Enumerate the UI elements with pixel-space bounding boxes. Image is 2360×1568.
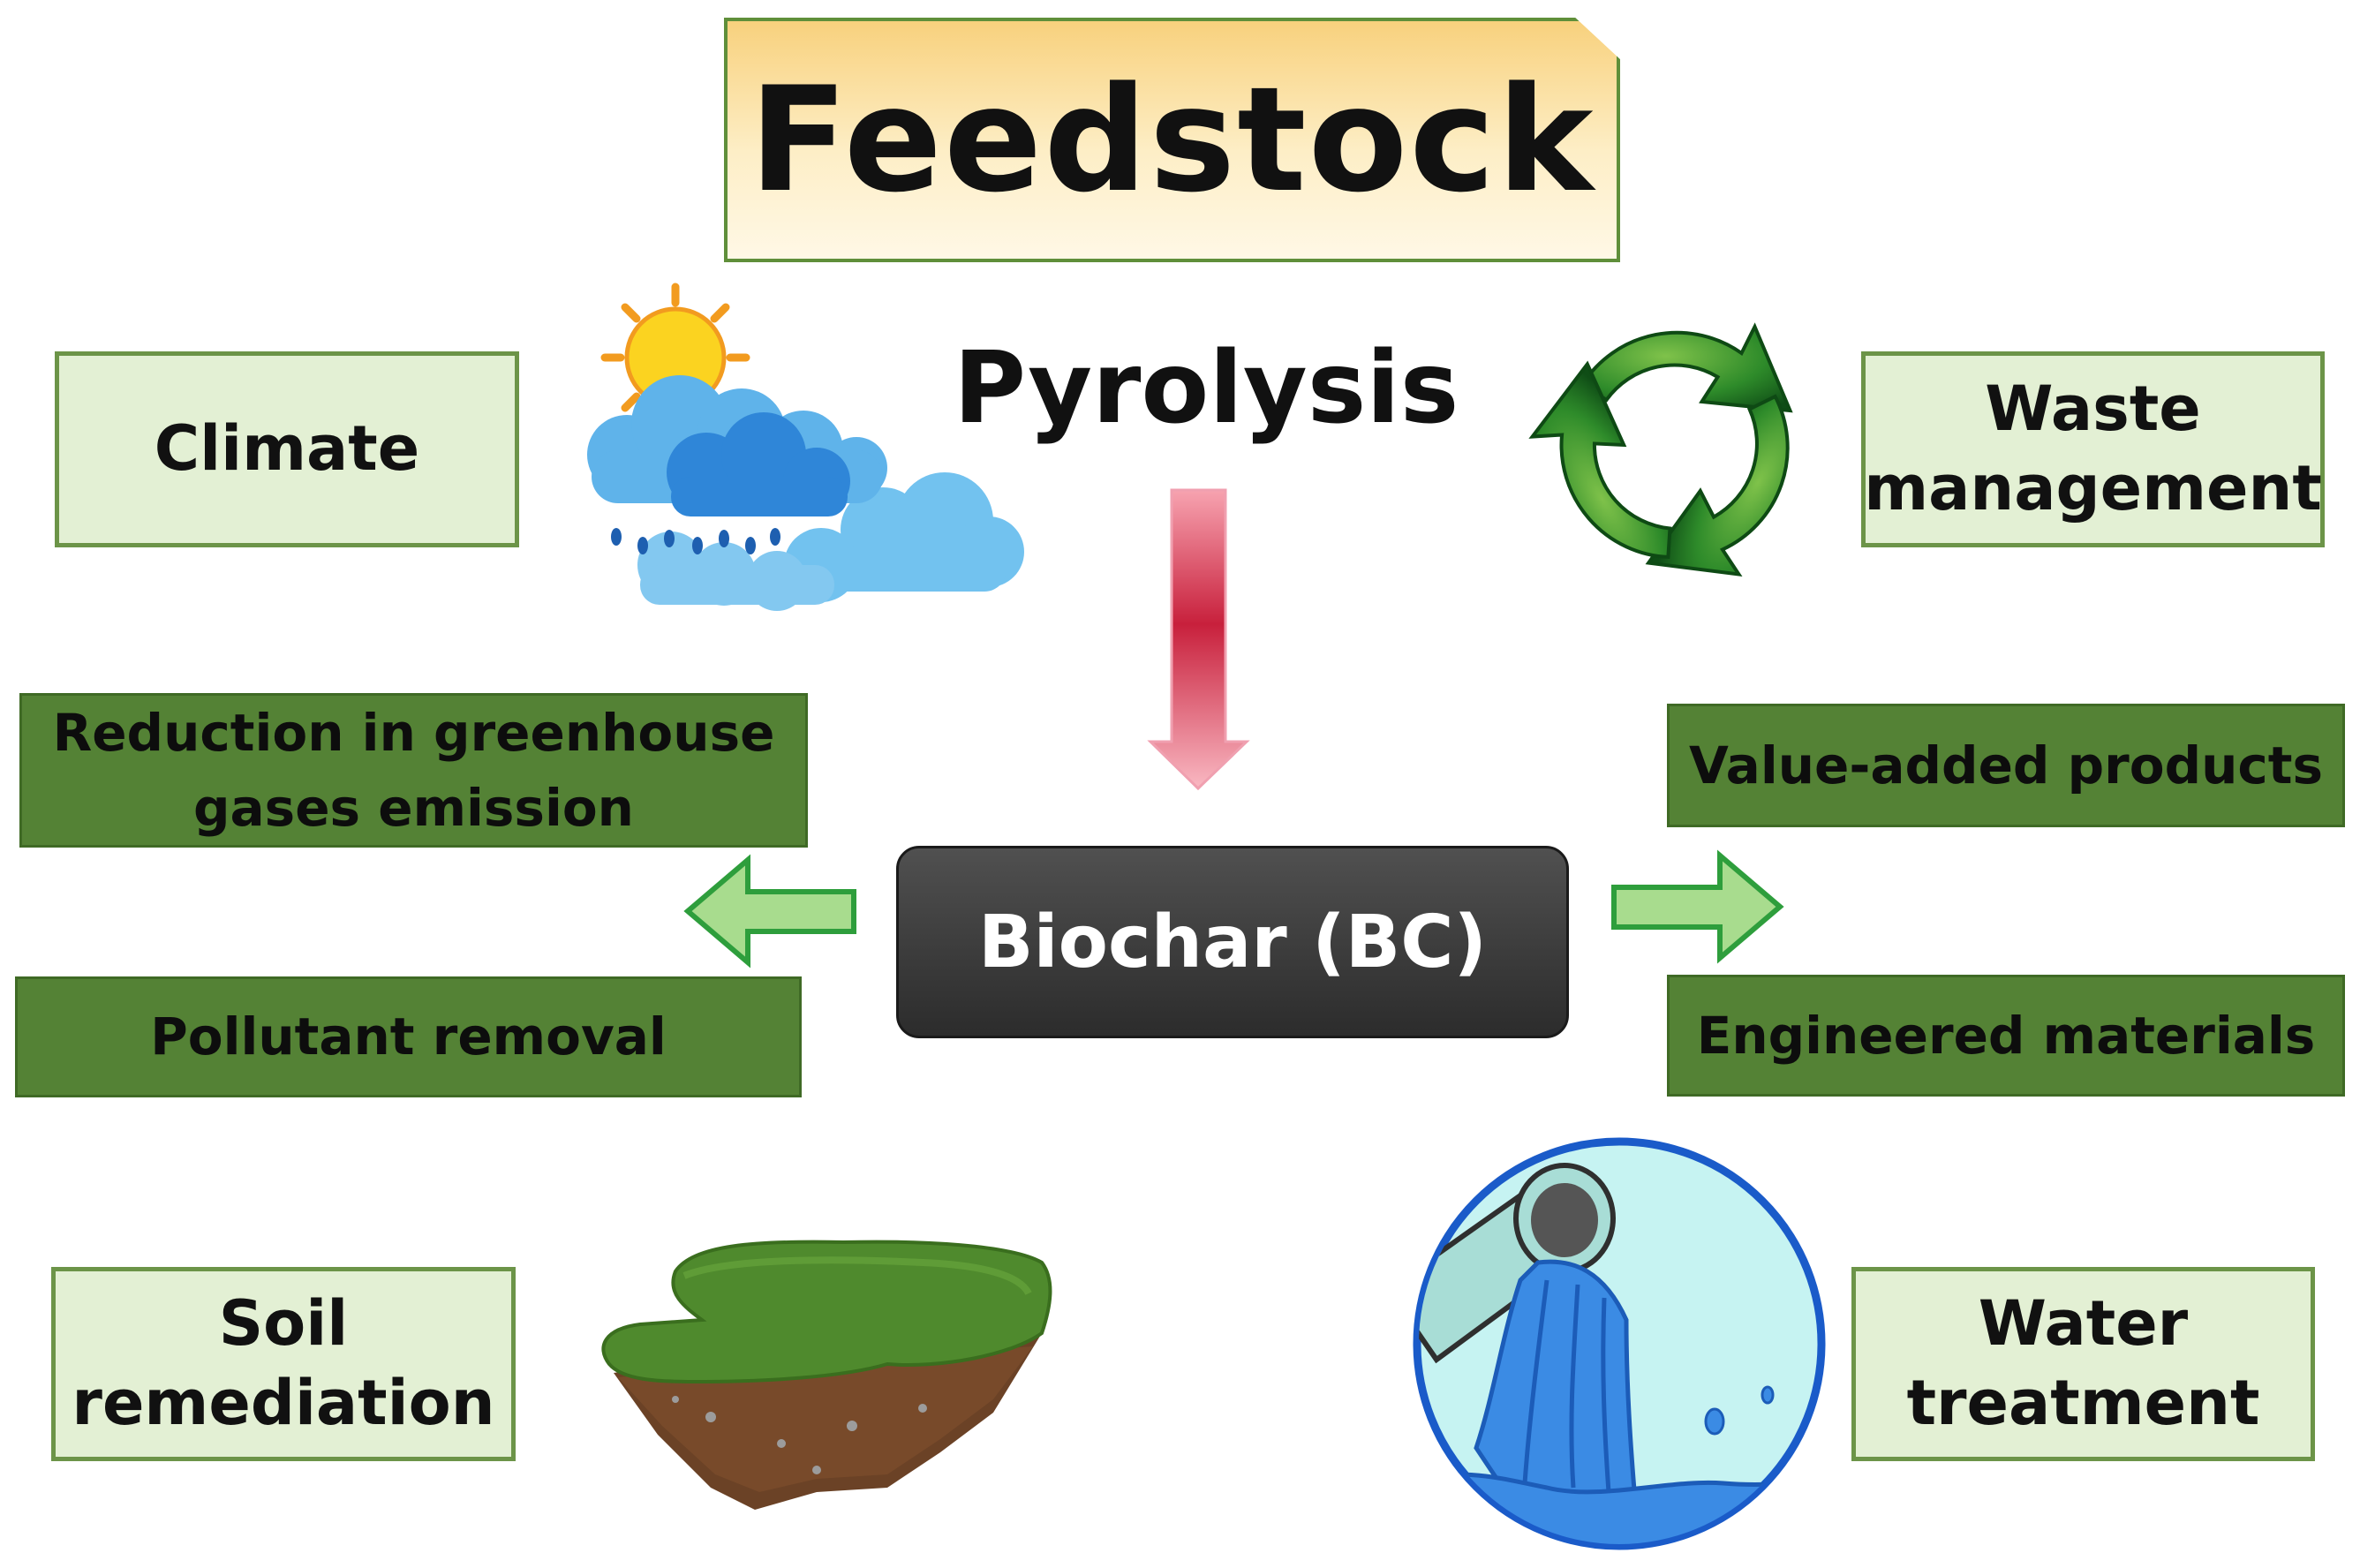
greenhouse-line2: gases emission [193,777,634,838]
soil-chunk-icon [601,1240,1052,1510]
soil-line2: remediation [72,1367,495,1439]
soil-remediation-box: Soil remediation [51,1267,516,1461]
greenhouse-reduction-box: Reduction in greenhouse gases emission [19,693,808,848]
water-line2: treatment [1906,1367,2260,1439]
greenhouse-line1: Reduction in greenhouse [52,703,775,764]
right-output-arrow [1611,849,1784,964]
water-pipe-icon [1413,1137,1826,1550]
climate-box: Climate [55,351,519,547]
waste-management-line1: Waste [1985,373,2201,446]
biochar-label: Biochar (BC) [978,900,1487,984]
biochar-center-box: Biochar (BC) [896,846,1569,1038]
value-added-products-box: Value-added products [1667,704,2345,827]
water-treatment-box: Water treatment [1851,1267,2315,1461]
engineered-materials-box: Engineered materials [1667,975,2345,1097]
recycle-icon [1512,322,1827,607]
feedstock-title-box: Feedstock [724,18,1620,262]
water-line1: Water [1978,1287,2189,1361]
climate-label: Climate [154,412,420,486]
pollutant-removal-label: Pollutant removal [150,1006,667,1067]
value-added-label: Value-added products [1688,735,2324,795]
sun-cloud-rain-icon [587,283,1024,611]
feedstock-title: Feedstock [749,56,1595,224]
engineered-materials-label: Engineered materials [1696,1005,2316,1066]
left-output-arrow [683,854,856,969]
pyrolysis-label: Pyrolysis [954,331,1459,446]
pollutant-removal-box: Pollutant removal [15,976,802,1097]
waste-management-box: Waste management [1861,351,2325,547]
waste-management-line2: management [1864,452,2322,524]
pyrolysis-down-arrow [1147,488,1250,791]
soil-line1: Soil [218,1287,349,1361]
